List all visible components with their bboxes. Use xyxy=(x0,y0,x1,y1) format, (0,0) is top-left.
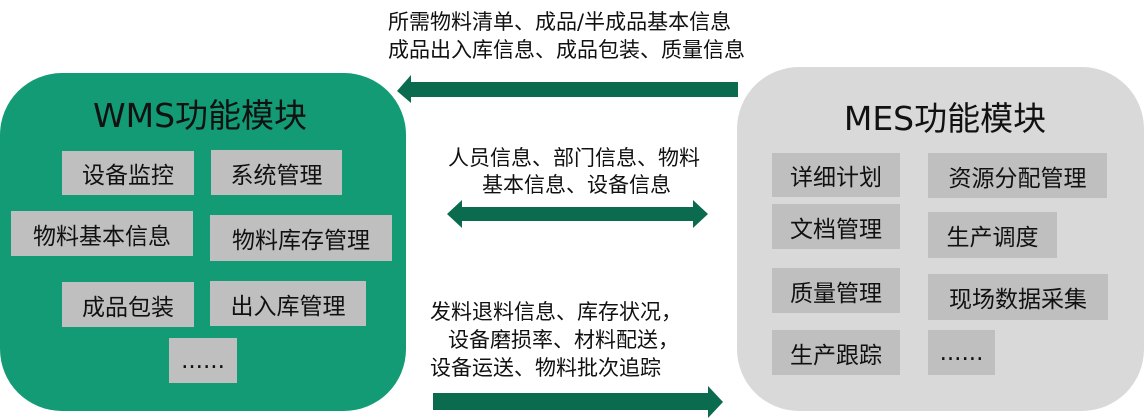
flow-wms-to-mes-line2: 设备磨损率、材料配送， xyxy=(448,328,679,352)
mes-item: 生产调度 xyxy=(928,212,1057,258)
flow-wms-to-mes-line3: 设备运送、物料批次追踪 xyxy=(430,356,661,380)
wms-item: 设备监控 xyxy=(62,151,194,195)
wms-item: 物料基本信息 xyxy=(11,211,193,256)
wms-item: 成品包装 xyxy=(62,282,194,327)
mes-item: 质量管理 xyxy=(772,268,900,313)
wms-item: 系统管理 xyxy=(211,150,342,195)
flow-wms-to-mes-line1: 发料退料信息、库存状况， xyxy=(430,300,682,324)
mes-item: 详细计划 xyxy=(772,153,900,197)
mes-title: MES功能模块 xyxy=(843,99,1047,138)
wms-item: 出入库管理 xyxy=(210,281,366,326)
wms-item: 物料库存管理 xyxy=(210,215,392,261)
mes-item: 生产跟踪 xyxy=(772,330,900,375)
flow-mes-to-wms-line1: 所需物料清单、成品/半成品基本信息 xyxy=(388,10,732,34)
flow-shared-line2: 基本信息、设备信息 xyxy=(482,173,671,197)
wms-title: WMS功能模块 xyxy=(92,96,308,135)
arrow-left-icon xyxy=(397,75,738,103)
mes-item: 资源分配管理 xyxy=(928,153,1107,198)
flow-shared-line1: 人员信息、部门信息、物料 xyxy=(448,146,700,170)
arrow-right-icon xyxy=(433,386,723,418)
wms-item-more: ...... xyxy=(169,338,237,383)
flow-mes-to-wms-line2: 成品出入库信息、成品包装、质量信息 xyxy=(388,38,745,62)
mes-item: 现场数据采集 xyxy=(928,274,1108,320)
mes-item: 文档管理 xyxy=(772,204,900,249)
mes-item-more: ...... xyxy=(928,330,995,375)
arrow-double-icon xyxy=(447,200,708,228)
